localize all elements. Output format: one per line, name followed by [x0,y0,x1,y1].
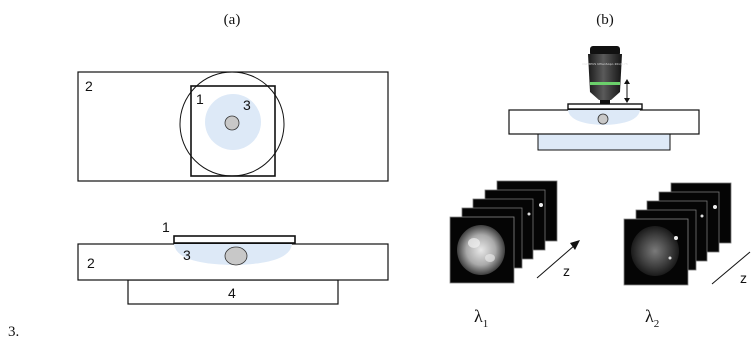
stage-coverslip [567,103,643,110]
side-view-coverslip [173,235,296,244]
footnote: 3. [8,324,19,340]
panel-a-label: (a) [224,12,241,28]
focus-arrow-icon [624,79,630,103]
stack-2-z-axis [711,251,751,285]
top-view-slide-num: 2 [85,78,93,94]
top-view-coverslip [190,85,276,177]
stack-1-z-axis [536,244,576,279]
side-view-slide-num: 2 [87,255,95,271]
stack-1-lambda: λ1 [474,306,488,330]
stage-sample [597,113,609,125]
side-view-base-num: 4 [228,285,236,301]
stack-2-z-label: z [740,270,747,286]
stage-base [537,133,671,151]
objective-top [590,46,620,56]
objective-tip [600,100,610,105]
stack-2-cell [631,226,679,276]
side-view-coverslip-num: 1 [162,219,170,235]
panel-b-label: (b) [596,12,614,28]
top-view-coverslip-num: 1 [196,91,204,107]
stack-1-cell [457,225,505,275]
objective-green-band [590,82,620,85]
stack-1-z-arrowhead [570,240,580,250]
top-view-sample [224,115,240,131]
top-view: 2 1 3 [77,71,389,182]
objective-body [588,54,622,100]
objective-lens-icon: OLYMPUS UPlanSApo 20x/0.75 [582,46,628,105]
side-view: 1 2 3 4 [77,219,389,305]
stack-1-z-label: z [563,263,570,279]
microscope-stage [508,103,700,151]
image-stack-2 [623,182,732,286]
side-view-sample [224,246,248,266]
image-stack-1 [449,180,558,284]
stack-2-lambda: λ2 [645,306,659,330]
side-view-sample-num: 3 [183,247,191,263]
top-view-sample-num: 3 [243,97,251,113]
objective-engraving: OLYMPUS UPlanSApo 20x/0.75 [582,62,628,66]
